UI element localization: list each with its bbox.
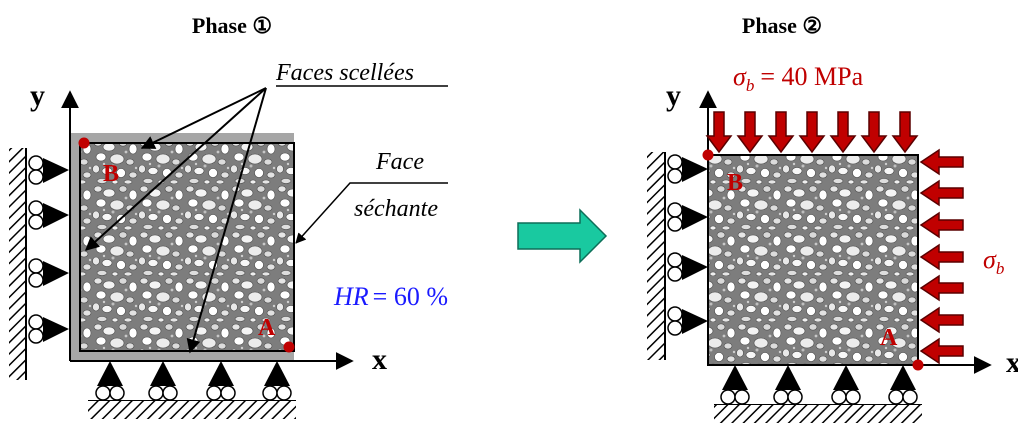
load-arrow-down: [705, 111, 733, 154]
point-a-marker: [912, 359, 924, 371]
roller-support: [888, 365, 918, 405]
bottom-roller-supports: [720, 365, 918, 405]
point-b-marker: [78, 137, 90, 149]
point-a-label: A: [258, 315, 276, 341]
load-arrow-left: [919, 274, 964, 302]
transition-arrow: [517, 208, 608, 264]
left-roller-supports: [667, 154, 708, 336]
y-axis-label: y: [30, 79, 45, 112]
phase-2: Phase ② σb= 40 MPa: [647, 13, 1018, 423]
y-axis-label: y: [666, 79, 681, 112]
bottom-roller-supports: [95, 361, 292, 401]
roller-support: [95, 361, 125, 401]
phase-1-title: Phase ①: [192, 13, 272, 38]
roller-support: [667, 252, 708, 282]
phase-1: Phase ①: [9, 13, 448, 419]
top-stress-label: σb= 40 MPa: [733, 62, 864, 95]
roller-support: [262, 361, 292, 401]
side-load-arrows: [919, 148, 964, 365]
drying-face-label-2: séchante: [354, 196, 438, 222]
roller-support: [773, 365, 803, 405]
load-arrow-left: [919, 306, 964, 334]
point-a-label: A: [880, 325, 898, 351]
load-arrow-left: [919, 243, 964, 271]
point-a-marker: [283, 341, 295, 353]
sealed-arrow-left: [84, 87, 267, 251]
point-b-label: B: [103, 161, 119, 187]
fixed-ground-bottom: [714, 405, 922, 423]
load-arrow-down: [798, 111, 826, 154]
roller-support: [831, 365, 861, 405]
roller-support: [28, 314, 69, 344]
humidity-label: HR= 60 %: [333, 282, 448, 311]
load-arrow-down: [891, 111, 919, 154]
fixed-ground-bottom: [88, 401, 296, 419]
drying-face-arrow: [295, 182, 448, 244]
roller-support: [720, 365, 750, 405]
concrete-specimen: [707, 154, 919, 366]
roller-support: [206, 361, 236, 401]
load-arrow-down: [767, 111, 795, 154]
point-b-marker: [702, 149, 714, 161]
load-arrow-left: [919, 211, 964, 239]
x-axis-label: x: [1006, 346, 1018, 379]
drying-face-label-1: Face: [375, 149, 424, 175]
sealed-faces-label: Faces scellées: [275, 60, 414, 86]
fixed-wall-left: [9, 148, 26, 380]
load-arrow-down: [736, 111, 764, 154]
load-arrow-down: [860, 111, 888, 154]
sealed-arrow-top: [140, 87, 267, 149]
load-arrow-left: [919, 148, 964, 176]
roller-support: [28, 155, 69, 185]
load-arrow-left: [919, 179, 964, 207]
roller-support: [28, 258, 69, 288]
load-arrow-left: [919, 337, 964, 365]
roller-support: [148, 361, 178, 401]
roller-support: [667, 154, 708, 184]
left-roller-supports: [28, 155, 69, 344]
load-arrow-down: [829, 111, 857, 154]
roller-support: [667, 306, 708, 336]
phase-2-title: Phase ②: [742, 13, 822, 38]
concrete-specimen: [79, 142, 295, 352]
fixed-wall-left: [647, 152, 665, 360]
side-stress-label: σb: [983, 245, 1004, 278]
roller-support: [667, 202, 708, 232]
roller-support: [28, 200, 69, 230]
x-axis-label: x: [372, 343, 387, 376]
sealed-arrow-bottom: [186, 87, 267, 354]
top-load-arrows: [705, 111, 919, 154]
point-b-label: B: [727, 170, 743, 196]
